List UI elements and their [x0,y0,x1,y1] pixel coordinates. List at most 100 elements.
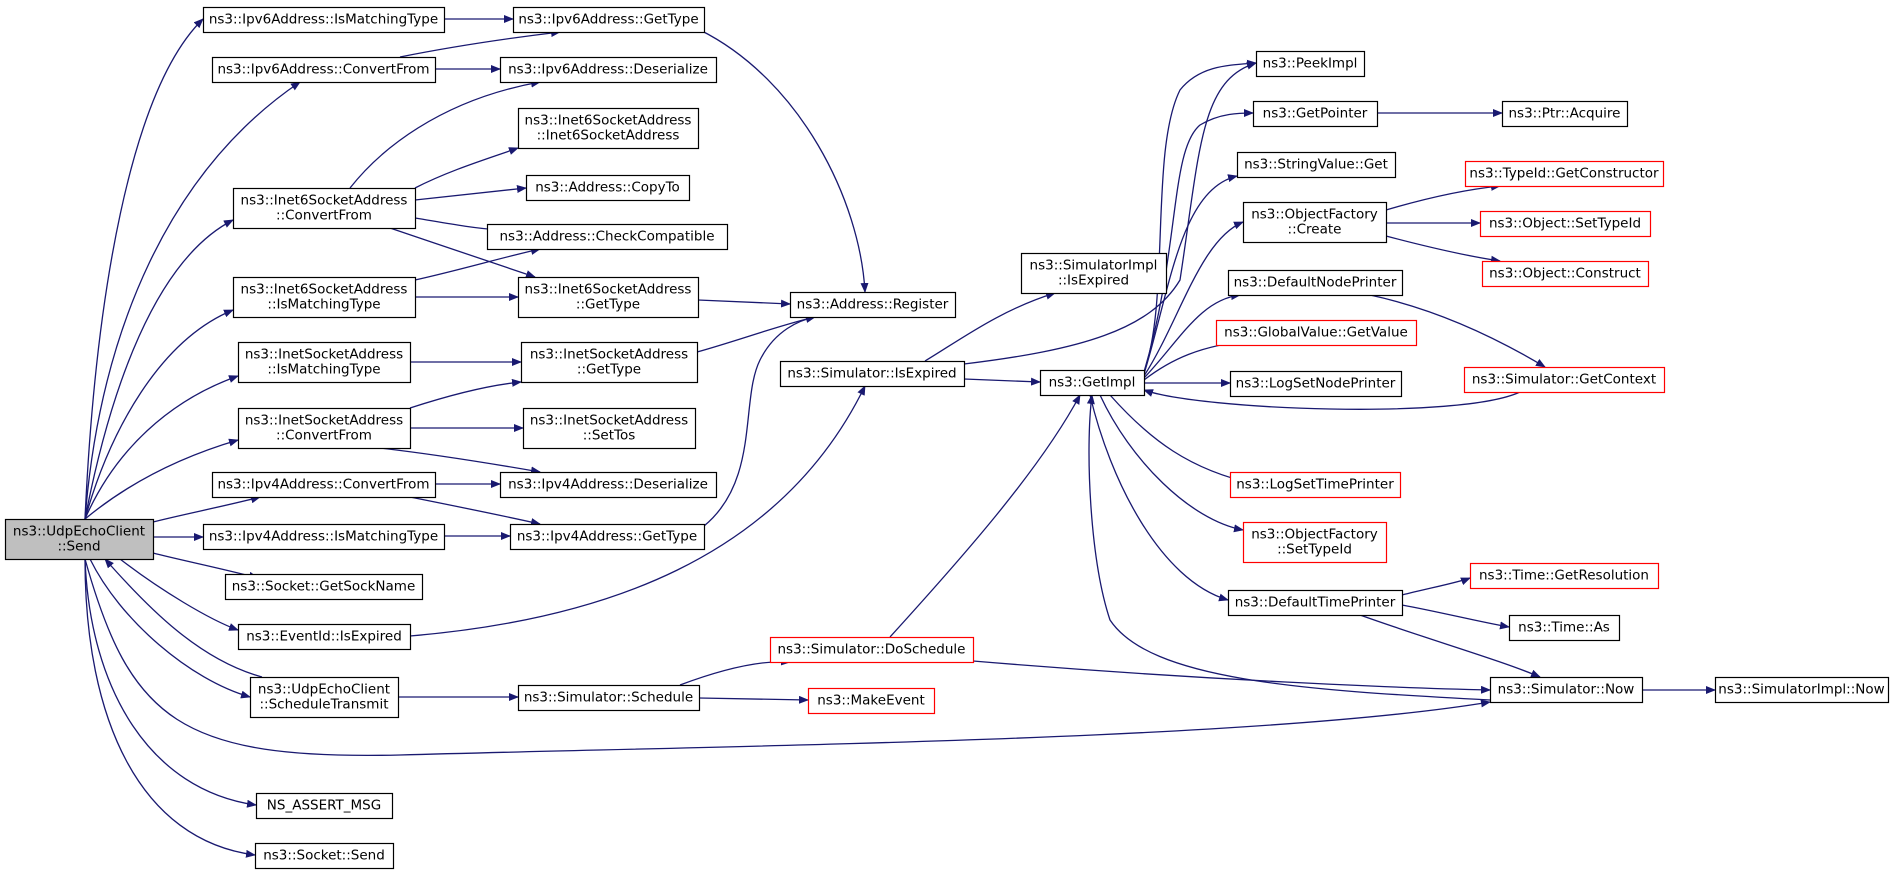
node-ptr-acquire[interactable]: ns3::Ptr::Acquire [1501,100,1629,128]
node-simulator-isexpired[interactable]: ns3::Simulator::IsExpired [779,360,966,388]
node-objectfactory-settypeid[interactable]: ns3::ObjectFactory::SetTypeId [1242,521,1388,564]
node-address-checkcompatible[interactable]: ns3::Address::CheckCompatible [486,223,729,251]
node-stringvalue-get[interactable]: ns3::StringValue::Get [1236,151,1397,179]
node-object-settypeid[interactable]: ns3::Object::SetTypeId [1479,210,1652,238]
node-object-construct[interactable]: ns3::Object::Construct [1481,260,1650,288]
node-label: ::ConvertFrom [276,208,372,224]
node-udpechoclient-scheduletransmit[interactable]: ns3::UdpEchoClient::ScheduleTransmit [249,676,400,719]
node-box [1714,676,1890,704]
node-label: ::Send [57,539,100,555]
node-ipv6address-ismatchingtype[interactable]: ns3::Ipv6Address::IsMatchingType [202,6,446,34]
node-inetsocketaddress-gettype[interactable]: ns3::InetSocketAddress::GetType [520,341,699,384]
node-socket-send[interactable]: ns3::Socket::Send [254,842,395,870]
node-box [237,623,412,651]
node-box [254,842,395,870]
node-inetsocketaddress-ismatchingtype[interactable]: ns3::InetSocketAddress::IsMatchingType [237,341,412,384]
node-box [1464,160,1665,188]
node-inet6socketaddress-ismatchingtype[interactable]: ns3::Inet6SocketAddress::IsMatchingType [232,276,417,319]
edge-getimpl-to-stringvalue-get [1143,174,1238,375]
node-box [486,223,729,251]
node-label: ::IsMatchingType [267,297,380,313]
node-ipv4address-gettype[interactable]: ns3::Ipv4Address::GetType [509,523,706,551]
node-label: ::ScheduleTransmit [259,697,388,713]
node-label: ns3::Ipv4Address::ConvertFrom [217,477,429,493]
node-logsettimeprinter[interactable]: ns3::LogSetTimePrinter [1229,471,1402,499]
node-socket-getsockname[interactable]: ns3::Socket::GetSockName [224,573,424,601]
edge-inet6socketaddress-convertfrom-to-ipv6address-deserialize [349,79,541,189]
node-box [4,518,155,561]
node-box [224,573,424,601]
node-label: ns3::ObjectFactory [1251,527,1378,543]
node-ns-assert-msg[interactable]: NS_ASSERT_MSG [255,792,394,820]
node-ipv4address-convertfrom[interactable]: ns3::Ipv4Address::ConvertFrom [211,471,437,499]
node-simulatorimpl-isexpired[interactable]: ns3::SimulatorImpl::IsExpired [1020,252,1168,295]
node-inet6socketaddress-ctor[interactable]: ns3::Inet6SocketAddress::Inet6SocketAddr… [517,107,700,150]
node-ipv4address-deserialize[interactable]: ns3::Ipv4Address::Deserialize [499,471,718,499]
node-ipv6address-deserialize[interactable]: ns3::Ipv6Address::Deserialize [499,56,718,84]
node-label: ns3::GetImpl [1049,375,1136,391]
node-label: ns3::Inet6SocketAddress [241,282,408,298]
node-ipv4address-ismatchingtype[interactable]: ns3::Ipv4Address::IsMatchingType [202,523,446,551]
node-box [1481,260,1650,288]
node-simulator-now[interactable]: ns3::Simulator::Now [1489,676,1644,704]
node-inet6socketaddress-convertfrom[interactable]: ns3::Inet6SocketAddress::ConvertFrom [232,187,417,230]
edge-inet6socketaddress-gettype-to-address-register [697,299,791,308]
node-label: ::Create [1288,222,1342,238]
node-box [1215,319,1418,347]
node-label: ns3::Ipv6Address::ConvertFrom [217,62,429,78]
node-time-as[interactable]: ns3::Time::As [1508,614,1621,642]
edge-inet6socketaddress-ismatchingtype-to-address-checkcompatible [414,247,541,281]
edge-udpechoclient-send-to-ns-assert-msg [84,558,257,808]
node-box [1039,369,1146,397]
node-label: ns3::PeekImpl [1263,56,1358,72]
node-typeid-getconstructor[interactable]: ns3::TypeId::GetConstructor [1464,160,1665,188]
node-ipv6address-convertfrom[interactable]: ns3::Ipv6Address::ConvertFrom [211,56,437,84]
node-label: ns3::Ipv4Address::Deserialize [508,477,708,493]
node-box [522,407,697,450]
node-label: ::ConvertFrom [276,428,372,444]
node-getimpl[interactable]: ns3::GetImpl [1039,369,1146,397]
node-label: ::IsExpired [1058,273,1129,289]
node-simulator-getcontext[interactable]: ns3::Simulator::GetContext [1463,366,1666,394]
node-layer: ns3::UdpEchoClient::Send ns3::Ipv6Address… [4,6,1890,870]
node-label: ns3::MakeEvent [817,693,925,709]
node-box [517,107,700,150]
node-label: ns3::GlobalValue::GetValue [1224,325,1408,341]
node-label: ns3::Ipv6Address::GetType [518,12,698,28]
node-udpechoclient-send[interactable]: ns3::UdpEchoClient::Send [4,518,155,561]
node-inetsocketaddress-settos[interactable]: ns3::InetSocketAddress::SetTos [522,407,697,450]
node-label: ns3::Simulator::IsExpired [787,366,956,382]
node-simulatorimpl-now[interactable]: ns3::SimulatorImpl::Now [1714,676,1890,704]
node-logsetnodeprinter[interactable]: ns3::LogSetNodePrinter [1229,370,1403,398]
node-simulator-schedule[interactable]: ns3::Simulator::Schedule [517,684,701,712]
edge-getimpl-to-peekimpl [1143,59,1257,373]
node-label: ns3::InetSocketAddress [245,347,403,363]
node-label: ns3::InetSocketAddress [530,347,688,363]
node-makeevent[interactable]: ns3::MakeEvent [807,687,936,715]
edge-simulator-schedule-to-simulator-doschedule [679,657,791,686]
node-peekimpl[interactable]: ns3::PeekImpl [1255,50,1366,78]
edge-udpechoclient-send-to-simulator-now [84,558,1491,757]
node-ipv6address-gettype[interactable]: ns3::Ipv6Address::GetType [512,6,706,34]
node-box [517,684,701,712]
node-simulator-doschedule[interactable]: ns3::Simulator::DoSchedule [769,636,975,664]
node-eventid-isexpired[interactable]: ns3::EventId::IsExpired [237,623,412,651]
node-objectfactory-create[interactable]: ns3::ObjectFactory::Create [1242,201,1388,244]
node-inetsocketaddress-convertfrom[interactable]: ns3::InetSocketAddress::ConvertFrom [237,407,412,450]
node-globalvalue-getvalue[interactable]: ns3::GlobalValue::GetValue [1215,319,1418,347]
edge-udpechoclient-send-to-udpechoclient-scheduletransmit [89,558,251,699]
node-getpointer[interactable]: ns3::GetPointer [1252,100,1379,128]
node-box [1236,151,1397,179]
node-inet6socketaddress-gettype[interactable]: ns3::Inet6SocketAddress::GetType [517,276,700,319]
node-defaulttimeprinter[interactable]: ns3::DefaultTimePrinter [1227,589,1404,617]
node-box [1469,562,1660,590]
node-defaultnodeprinter[interactable]: ns3::DefaultNodePrinter [1227,269,1404,297]
node-time-getresolution[interactable]: ns3::Time::GetResolution [1469,562,1660,590]
node-box [1479,210,1652,238]
edge-udpechoclient-send-to-inetsocketaddress-convertfrom [84,438,239,520]
node-address-register[interactable]: ns3::Address::Register [789,291,957,319]
edge-ipv4address-convertfrom-to-ipv4address-gettype [409,496,541,526]
node-address-copyto[interactable]: ns3::Address::CopyTo [525,174,691,202]
node-box [1489,676,1644,704]
